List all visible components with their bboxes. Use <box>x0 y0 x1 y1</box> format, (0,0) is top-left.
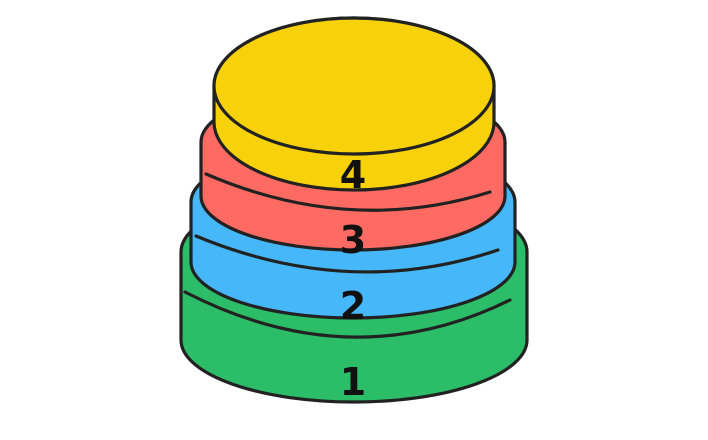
tier-1-rim-arc <box>183 290 512 339</box>
tier-2-rim-arc <box>194 234 500 274</box>
tier-4-label: 4 <box>340 153 366 197</box>
tier-3-rim-arc <box>204 172 492 212</box>
tier-4-top <box>212 16 496 156</box>
tier-2-label: 2 <box>340 284 366 328</box>
tier-3-label: 3 <box>340 218 366 262</box>
tier-4: 4 <box>212 16 496 197</box>
tier-1-label: 1 <box>340 360 366 404</box>
